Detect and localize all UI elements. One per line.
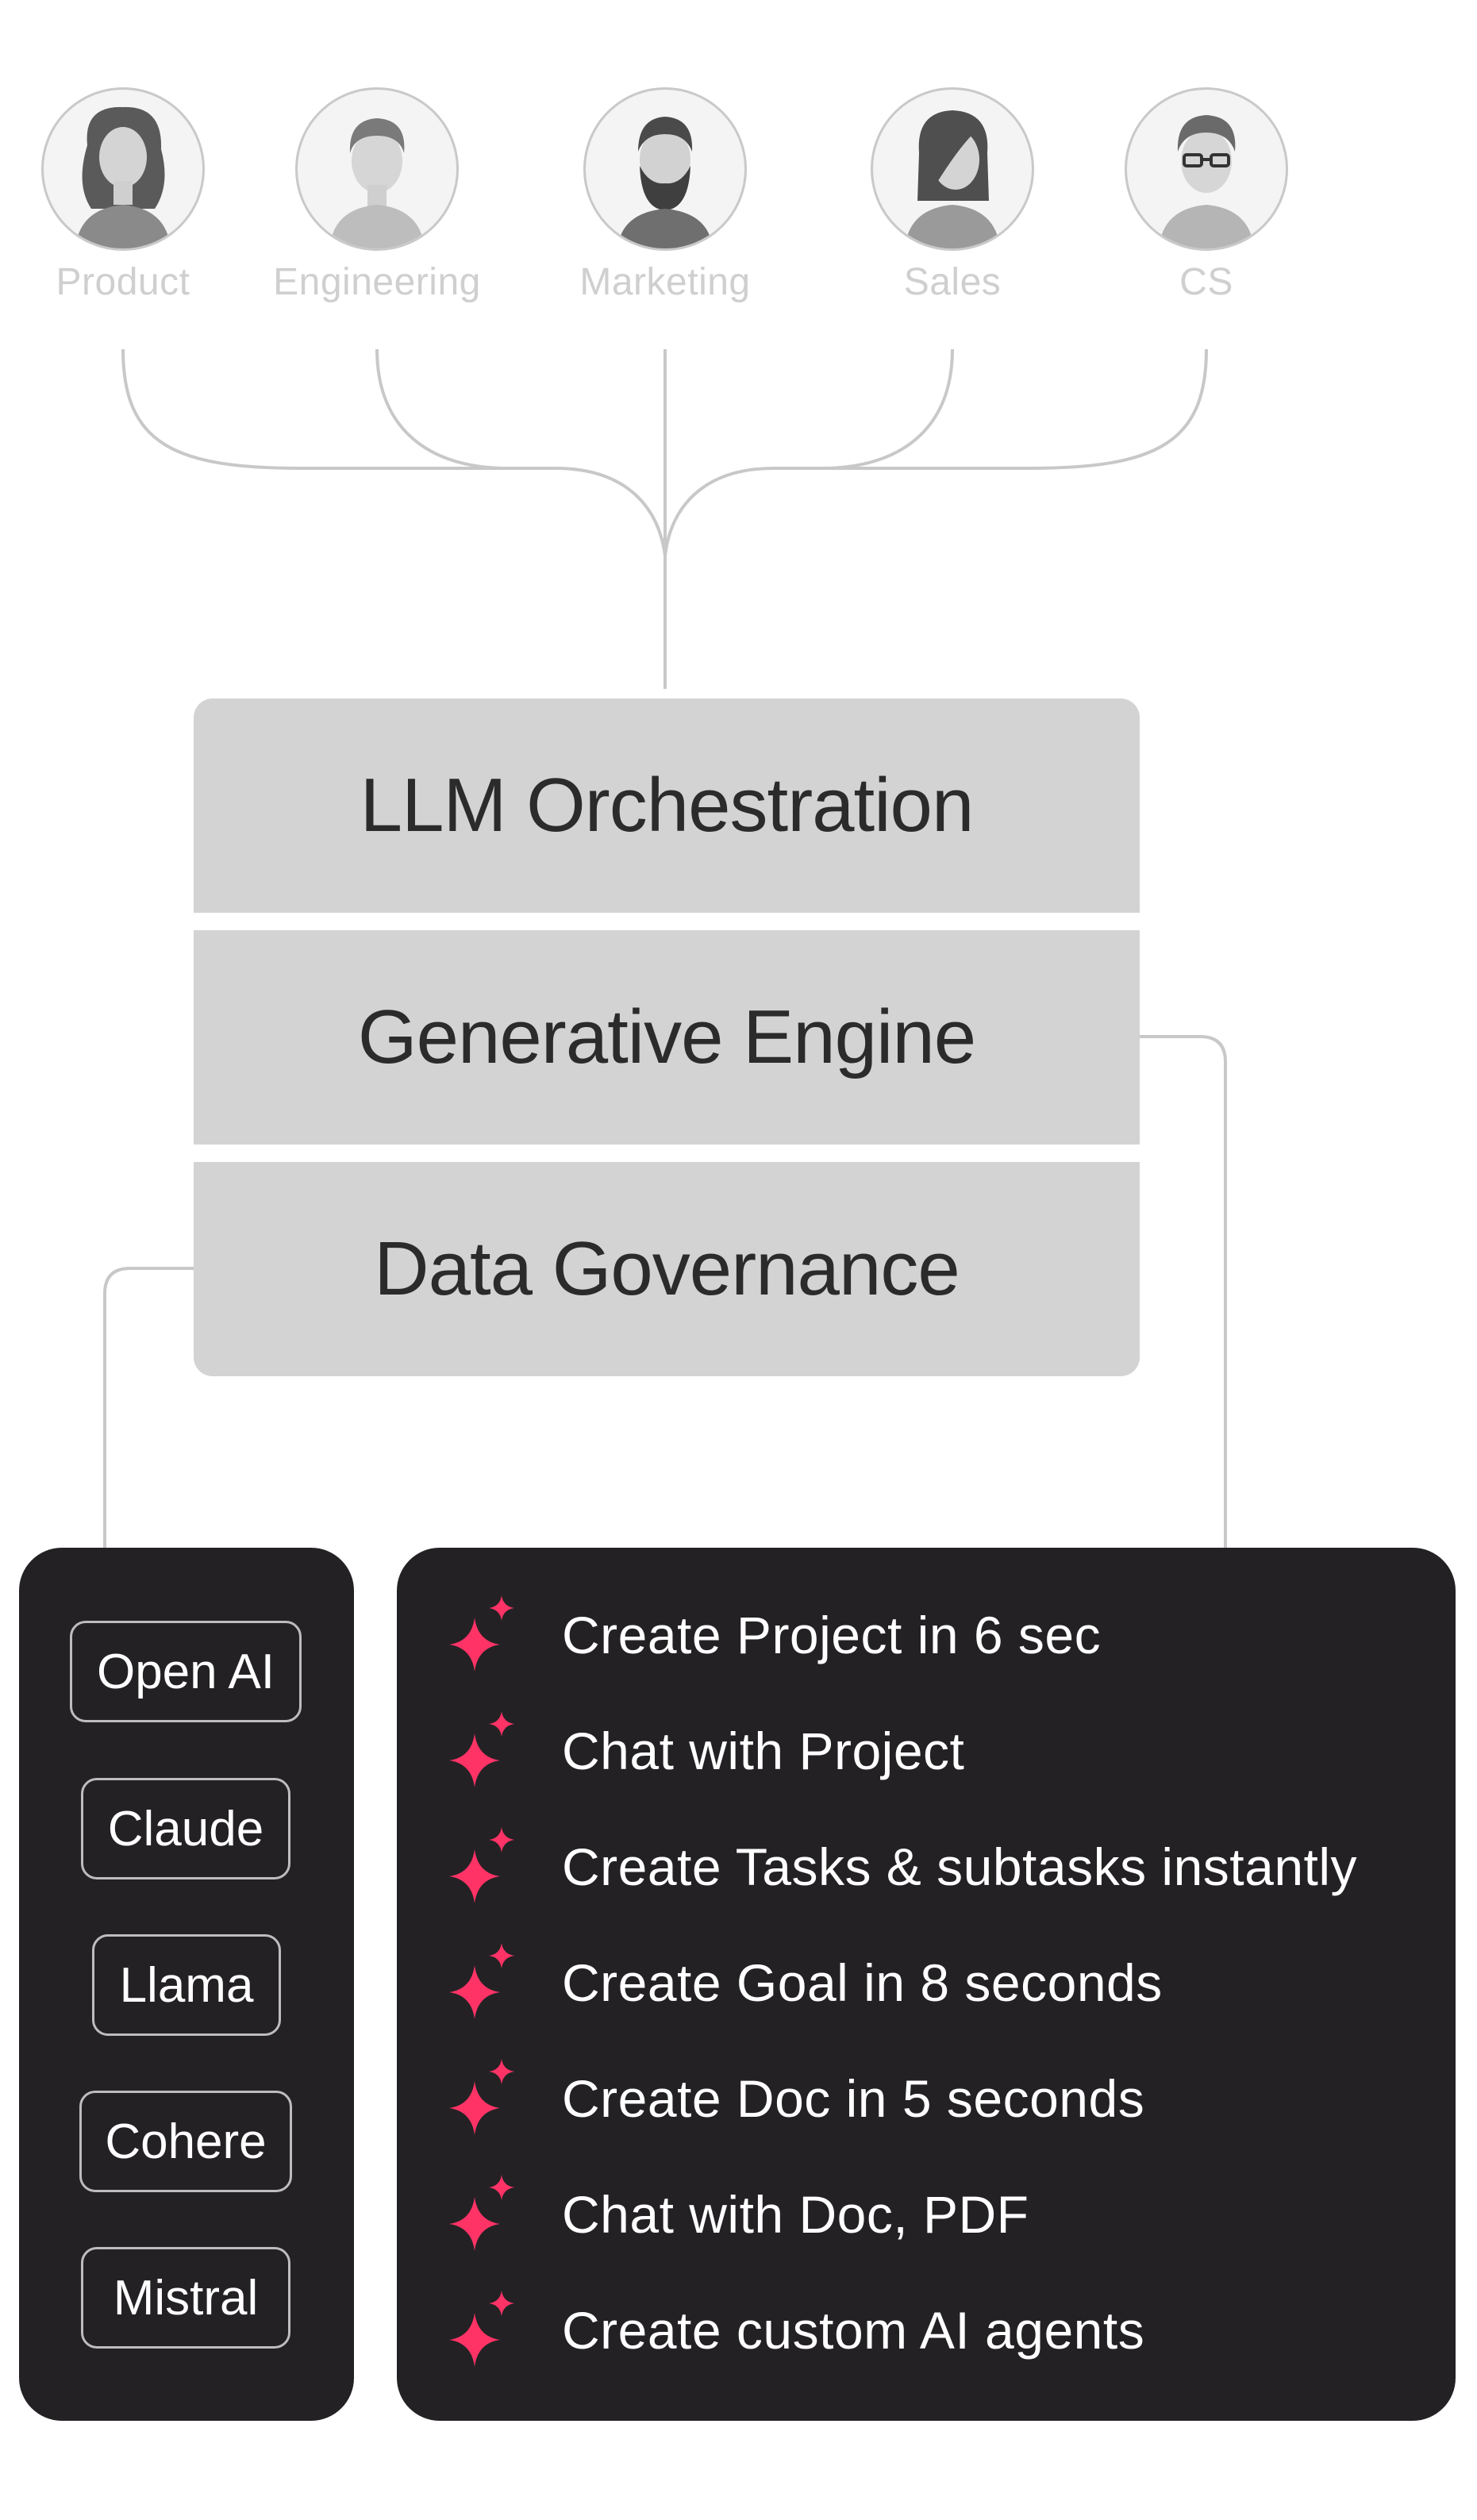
sparkle-icon xyxy=(449,2175,514,2251)
sparkle-icon xyxy=(449,2291,514,2367)
man-glasses-avatar-icon xyxy=(1125,87,1288,251)
feature-item: Create Goal in 8 seconds xyxy=(449,1935,1433,2030)
feature-label: Create Doc in 5 seconds xyxy=(562,2069,1145,2128)
persona-label: Sales xyxy=(903,261,1002,303)
layer-label: Generative Engine xyxy=(357,995,976,1079)
sparkle-icon xyxy=(449,1827,514,1903)
feature-item: Chat with Project xyxy=(449,1703,1433,1799)
layer-label: Data Governance xyxy=(374,1226,960,1311)
feature-label: Create Goal in 8 seconds xyxy=(562,1953,1163,2012)
feature-item: Create Project in 6 sec xyxy=(449,1587,1433,1683)
generative-engine-layer: Generative Engine xyxy=(194,930,1140,1145)
woman-curly-hair-avatar-icon xyxy=(41,87,205,251)
sparkle-icon xyxy=(449,1943,514,2019)
man-beard-avatar-icon xyxy=(583,87,747,251)
sparkle-icon xyxy=(449,1711,514,1787)
llm-orchestration-layer: LLM Orchestration xyxy=(194,698,1140,913)
feature-label: Chat with Doc, PDF xyxy=(562,2185,1029,2244)
model-chip: Mistral xyxy=(81,2247,290,2349)
man-short-hair-avatar-icon xyxy=(295,87,459,251)
features-panel: Create Project in 6 sec Chat with Projec… xyxy=(397,1548,1456,2421)
model-chip: Claude xyxy=(81,1778,290,1879)
feature-item: Create Doc in 5 seconds xyxy=(449,2051,1433,2146)
woman-bob-hair-avatar-icon xyxy=(871,87,1034,251)
feature-item: Create Tasks & subtasks instantly xyxy=(449,1819,1433,1914)
feature-label: Chat with Project xyxy=(562,1722,965,1780)
sparkle-icon xyxy=(449,2059,514,2135)
persona-label: Marketing xyxy=(579,261,751,303)
sparkle-icon xyxy=(449,1595,514,1672)
model-chip: Open AI xyxy=(70,1621,302,1722)
persona-label: CS xyxy=(1179,261,1233,303)
feature-label: Create Tasks & subtasks instantly xyxy=(562,1837,1358,1896)
feature-item: Create custom AI agents xyxy=(449,2283,1433,2378)
data-governance-layer: Data Governance xyxy=(194,1162,1140,1376)
feature-label: Create Project in 6 sec xyxy=(562,1606,1102,1664)
model-chip: Llama xyxy=(92,1934,281,2036)
feature-item: Chat with Doc, PDF xyxy=(449,2167,1433,2262)
persona-label: Product xyxy=(56,261,190,303)
model-chip: Cohere xyxy=(79,2091,292,2192)
feature-label: Create custom AI agents xyxy=(562,2301,1145,2360)
persona-label: Engineering xyxy=(273,261,481,303)
models-panel: Open AI Claude Llama Cohere Mistral xyxy=(19,1548,354,2421)
layer-label: LLM Orchestration xyxy=(360,763,975,848)
